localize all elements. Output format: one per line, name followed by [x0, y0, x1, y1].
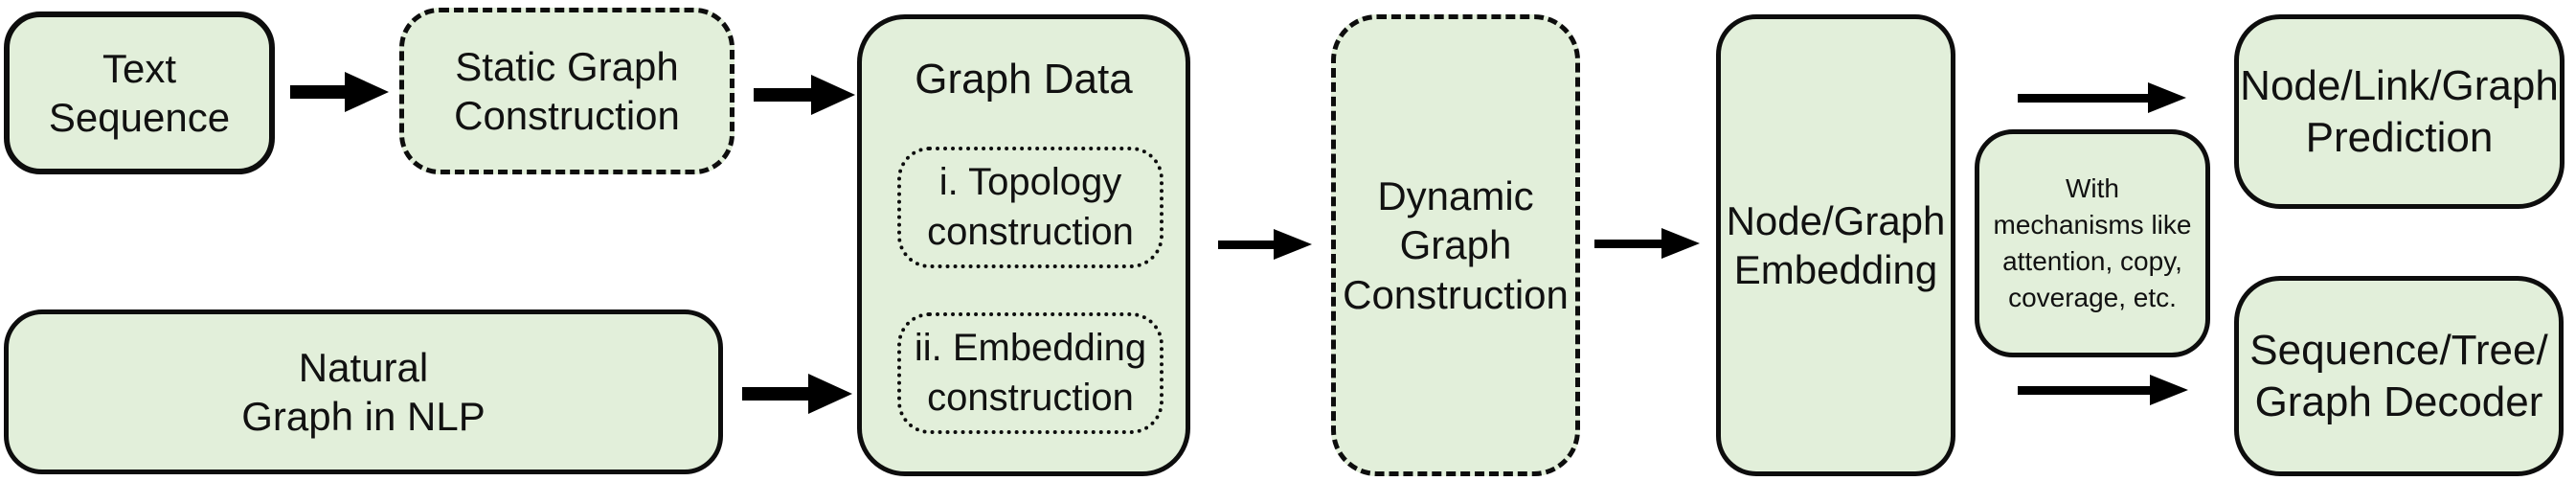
node-label-line: Graph Decoder [2254, 378, 2543, 425]
arrow-head [1274, 229, 1312, 260]
node-label-line: With [2066, 172, 2119, 203]
arrow-head [1661, 228, 1700, 259]
node-label-line: coverage, etc. [2008, 283, 2177, 313]
node-natural-graph-in-nlp: Natural Graph in NLP [4, 309, 723, 474]
node-label-line: Construction [1343, 271, 1569, 317]
node-label-line: Embedding [1733, 247, 1938, 292]
arrow-dynamic-graph-construction-to-node-graph-embedding-icon [1594, 228, 1700, 259]
node-label-line: Sequence/Tree/ [2249, 326, 2548, 374]
node-node-link-graph-prediction: Node/Link/Graph Prediction [2234, 14, 2565, 209]
node-label-line: Node/Graph [1726, 197, 1946, 243]
node-label-line: construction [927, 210, 1134, 253]
arrow-shaft [290, 85, 345, 99]
node-topology-construction: i. Topology construction [897, 147, 1164, 268]
arrow-head [811, 75, 855, 115]
node-label-line: ii. Embedding [914, 327, 1147, 370]
node-label-line: i. Topology [938, 161, 1122, 204]
arrow-text-sequence-to-static-graph-construction-icon [290, 72, 389, 112]
node-with-mechanisms-note: With mechanisms like attention, copy, co… [1975, 129, 2210, 357]
arrow-shaft [2018, 385, 2150, 395]
arrow-shaft [742, 387, 808, 401]
graph-data-title: Graph Data [915, 56, 1133, 103]
arrow-head [345, 72, 389, 112]
arrow-graph-data-to-dynamic-graph-construction-icon [1218, 229, 1312, 260]
arrow-static-graph-construction-to-graph-data-icon [754, 75, 855, 115]
arrow-head [2148, 82, 2186, 113]
arrow-head [808, 374, 852, 414]
arrow-node-graph-embedding-to-prediction-icon [2018, 82, 2186, 113]
arrow-shaft [2018, 93, 2148, 103]
node-sequence-tree-graph-decoder: Sequence/Tree/ Graph Decoder [2234, 276, 2564, 476]
arrow-head [2150, 375, 2188, 405]
node-label-line: Static Graph [455, 43, 679, 89]
node-text-sequence: Text Sequence [4, 11, 275, 174]
node-label-line: Dynamic [1377, 173, 1534, 219]
node-label-line: mechanisms like [1993, 209, 2192, 240]
node-label-line: construction [927, 376, 1134, 419]
node-dynamic-graph-construction: Dynamic Graph Construction [1331, 14, 1580, 476]
arrow-shaft [1218, 240, 1274, 249]
node-label-line: Construction [454, 93, 680, 138]
arrow-node-graph-embedding-to-decoder-icon [2018, 375, 2188, 405]
node-label-line: Graph [1399, 222, 1512, 268]
node-label-line: Sequence [48, 95, 231, 140]
node-label-line: Graph in NLP [241, 394, 486, 439]
arrow-shaft [754, 88, 811, 102]
node-label-line: Node/Link/Graph [2240, 61, 2559, 109]
arrow-natural-graph-to-graph-data-icon [742, 374, 852, 414]
node-label-line: Prediction [2305, 113, 2494, 161]
node-label-line: Text [102, 45, 177, 91]
node-graph-data: Graph Data i. Topology construction ii. … [857, 14, 1190, 476]
node-label-line: attention, copy, [2002, 246, 2182, 276]
node-label-line: Natural [298, 344, 429, 390]
node-static-graph-construction: Static Graph Construction [399, 8, 734, 174]
arrow-shaft [1594, 239, 1661, 248]
node-node-graph-embedding: Node/Graph Embedding [1716, 14, 1955, 476]
node-embedding-construction: ii. Embedding construction [897, 312, 1164, 434]
